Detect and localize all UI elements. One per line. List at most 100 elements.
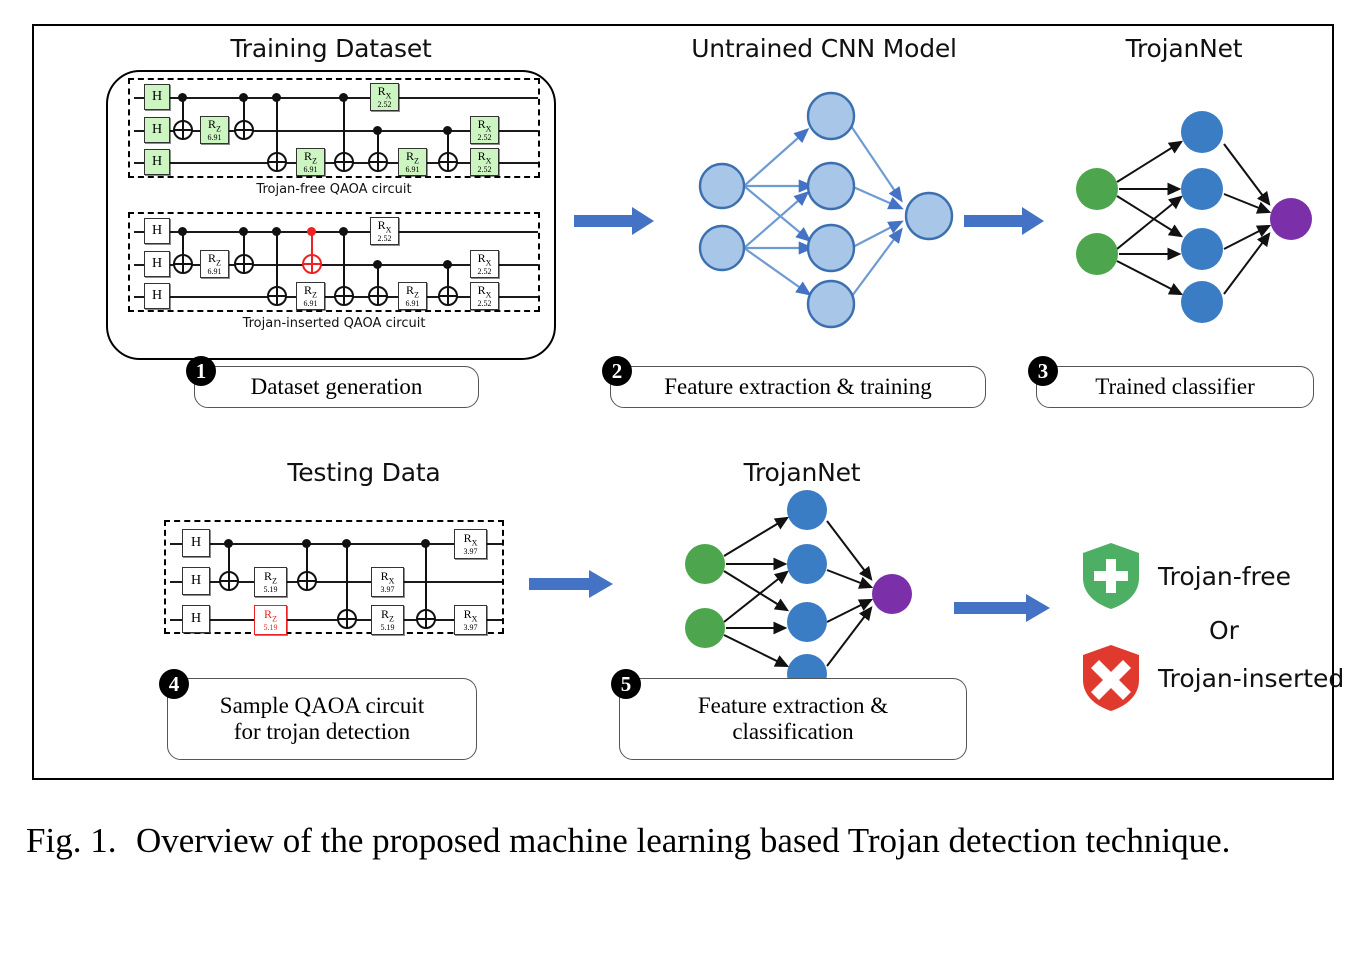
step-box-1[interactable]: Dataset generation bbox=[194, 366, 479, 408]
figure-caption-text: Overview of the proposed machine learnin… bbox=[135, 821, 1231, 860]
qubit-wire-1 bbox=[134, 264, 538, 266]
step-badge-2: 2 bbox=[602, 356, 632, 386]
control-dot bbox=[443, 260, 452, 269]
control-dot bbox=[302, 539, 311, 548]
control-dot bbox=[224, 539, 233, 548]
step-box-5[interactable]: Feature extraction & classification bbox=[619, 678, 967, 760]
cnn-output-node bbox=[904, 191, 954, 241]
step-box-2[interactable]: Feature extraction & training bbox=[610, 366, 986, 408]
gate-rz: RZ 6.91 bbox=[296, 148, 325, 176]
step-box-4[interactable]: Sample QAOA circuit for trojan detection bbox=[167, 678, 477, 760]
control-dot bbox=[239, 227, 248, 236]
cnot-target bbox=[368, 152, 388, 172]
gate-rx: RX 2.52 bbox=[470, 148, 499, 176]
trojannet-hidden-node bbox=[787, 544, 827, 584]
cnn-network bbox=[698, 91, 954, 329]
step-badge-3: 3 bbox=[1028, 356, 1058, 386]
trojan-inserted-circuit-caption: Trojan-inserted QAOA circuit bbox=[242, 316, 426, 331]
trojan-cnot-link bbox=[311, 231, 313, 264]
shield-x-icon bbox=[1083, 645, 1139, 711]
control-dot bbox=[373, 126, 382, 135]
control-dot bbox=[239, 93, 248, 102]
control-dot bbox=[178, 93, 187, 102]
gate-rx: RX 3.97 bbox=[454, 605, 487, 635]
gate-h: H bbox=[144, 218, 170, 244]
cnn-hidden-node bbox=[806, 161, 856, 211]
outcome-trojan-inserted: Trojan-inserted bbox=[1080, 644, 1344, 712]
cnot-link bbox=[182, 231, 184, 264]
cnot-target bbox=[219, 571, 239, 591]
trojan-control-dot bbox=[307, 227, 316, 236]
gate-rz-trojan: RZ 5.19 bbox=[254, 605, 287, 635]
cnn-hidden-node bbox=[806, 223, 856, 273]
trojannet-hidden-node bbox=[1181, 168, 1223, 210]
cnot-link bbox=[306, 543, 308, 581]
cnot-link bbox=[377, 130, 379, 162]
cnot-target bbox=[173, 254, 193, 274]
trojannet-hidden-node bbox=[1181, 228, 1223, 270]
cnot-link bbox=[447, 264, 449, 296]
cnot-target bbox=[334, 286, 354, 306]
qubit-wire-0 bbox=[134, 97, 538, 99]
cnot-link bbox=[228, 543, 230, 581]
gate-rx: RX 3.97 bbox=[454, 529, 487, 559]
control-dot bbox=[339, 93, 348, 102]
gate-h: H bbox=[182, 529, 210, 557]
cnot-link bbox=[343, 97, 345, 162]
trojan-inserted-label: Trojan-inserted bbox=[1158, 663, 1345, 693]
cnot-target bbox=[334, 152, 354, 172]
trojannet-top-network bbox=[1076, 111, 1312, 323]
testing-data-title: Testing Data bbox=[287, 458, 441, 487]
shield-check-icon bbox=[1083, 543, 1139, 609]
gate-rz: RZ 6.91 bbox=[200, 250, 229, 278]
trojan-free-circuit-caption: Trojan-free QAOA circuit bbox=[256, 182, 412, 197]
arrow-testing-to-trojannet bbox=[529, 570, 613, 598]
control-dot bbox=[272, 227, 281, 236]
gate-rx: RX 2.52 bbox=[470, 282, 499, 310]
qubit-wire-0 bbox=[134, 231, 538, 233]
trojannet-output-node bbox=[1270, 198, 1312, 240]
trojannet-top-title: TrojanNet bbox=[1125, 34, 1243, 63]
outcome-trojan-free: Trojan-free bbox=[1080, 542, 1291, 610]
cnot-link bbox=[425, 543, 427, 619]
gate-h: H bbox=[144, 149, 170, 175]
gate-rz: RZ 6.91 bbox=[200, 116, 229, 144]
trojannet-hidden-node bbox=[1181, 281, 1223, 323]
qubit-wire-0 bbox=[170, 543, 502, 545]
trojannet-input-node bbox=[685, 544, 725, 584]
cnot-link bbox=[377, 264, 379, 296]
trojannet-bottom-title: TrojanNet bbox=[743, 458, 861, 487]
cnot-target bbox=[368, 286, 388, 306]
gate-rx: RX 2.52 bbox=[370, 83, 399, 111]
gate-rx: RX 2.52 bbox=[470, 116, 499, 144]
cnot-link bbox=[346, 543, 348, 619]
trojannet-input-node bbox=[1076, 233, 1118, 275]
qubit-wire-1 bbox=[134, 130, 538, 132]
trojannet-hidden-node bbox=[787, 602, 827, 642]
figure-frame: Training Dataset H H H bbox=[32, 24, 1344, 780]
figure-number: Fig. 1. bbox=[26, 821, 117, 860]
cnot-target bbox=[234, 254, 254, 274]
cnot-link bbox=[243, 97, 245, 130]
cnot-target bbox=[297, 571, 317, 591]
cnot-target bbox=[267, 286, 287, 306]
trojan-inserted-circuit: H H H RZ 6.91 RZ 6.91 RZ 6.91 RX 2.5 bbox=[128, 212, 540, 312]
or-label: Or bbox=[1209, 616, 1239, 645]
cnot-link bbox=[182, 97, 184, 130]
cnot-target bbox=[438, 152, 458, 172]
gate-rz: RZ 5.19 bbox=[371, 605, 404, 635]
control-dot bbox=[339, 227, 348, 236]
trojan-cnot-target bbox=[302, 254, 322, 274]
trojan-free-label: Trojan-free bbox=[1158, 561, 1292, 591]
cnot-target bbox=[438, 286, 458, 306]
control-dot bbox=[342, 539, 351, 548]
gate-rx: RX 2.52 bbox=[370, 217, 399, 245]
cnot-link bbox=[276, 97, 278, 162]
cnot-target bbox=[337, 609, 357, 629]
training-dataset-title: Training Dataset bbox=[230, 34, 432, 63]
cnn-input-node bbox=[698, 224, 746, 272]
gate-rz: RZ 6.91 bbox=[398, 148, 427, 176]
trojannet-input-node bbox=[1076, 168, 1118, 210]
step-box-3[interactable]: Trained classifier bbox=[1036, 366, 1314, 408]
testing-circuit: H H H RZ 5.19 RZ 5.19 RX 3.97 RZ 5.19 RX… bbox=[164, 520, 504, 635]
